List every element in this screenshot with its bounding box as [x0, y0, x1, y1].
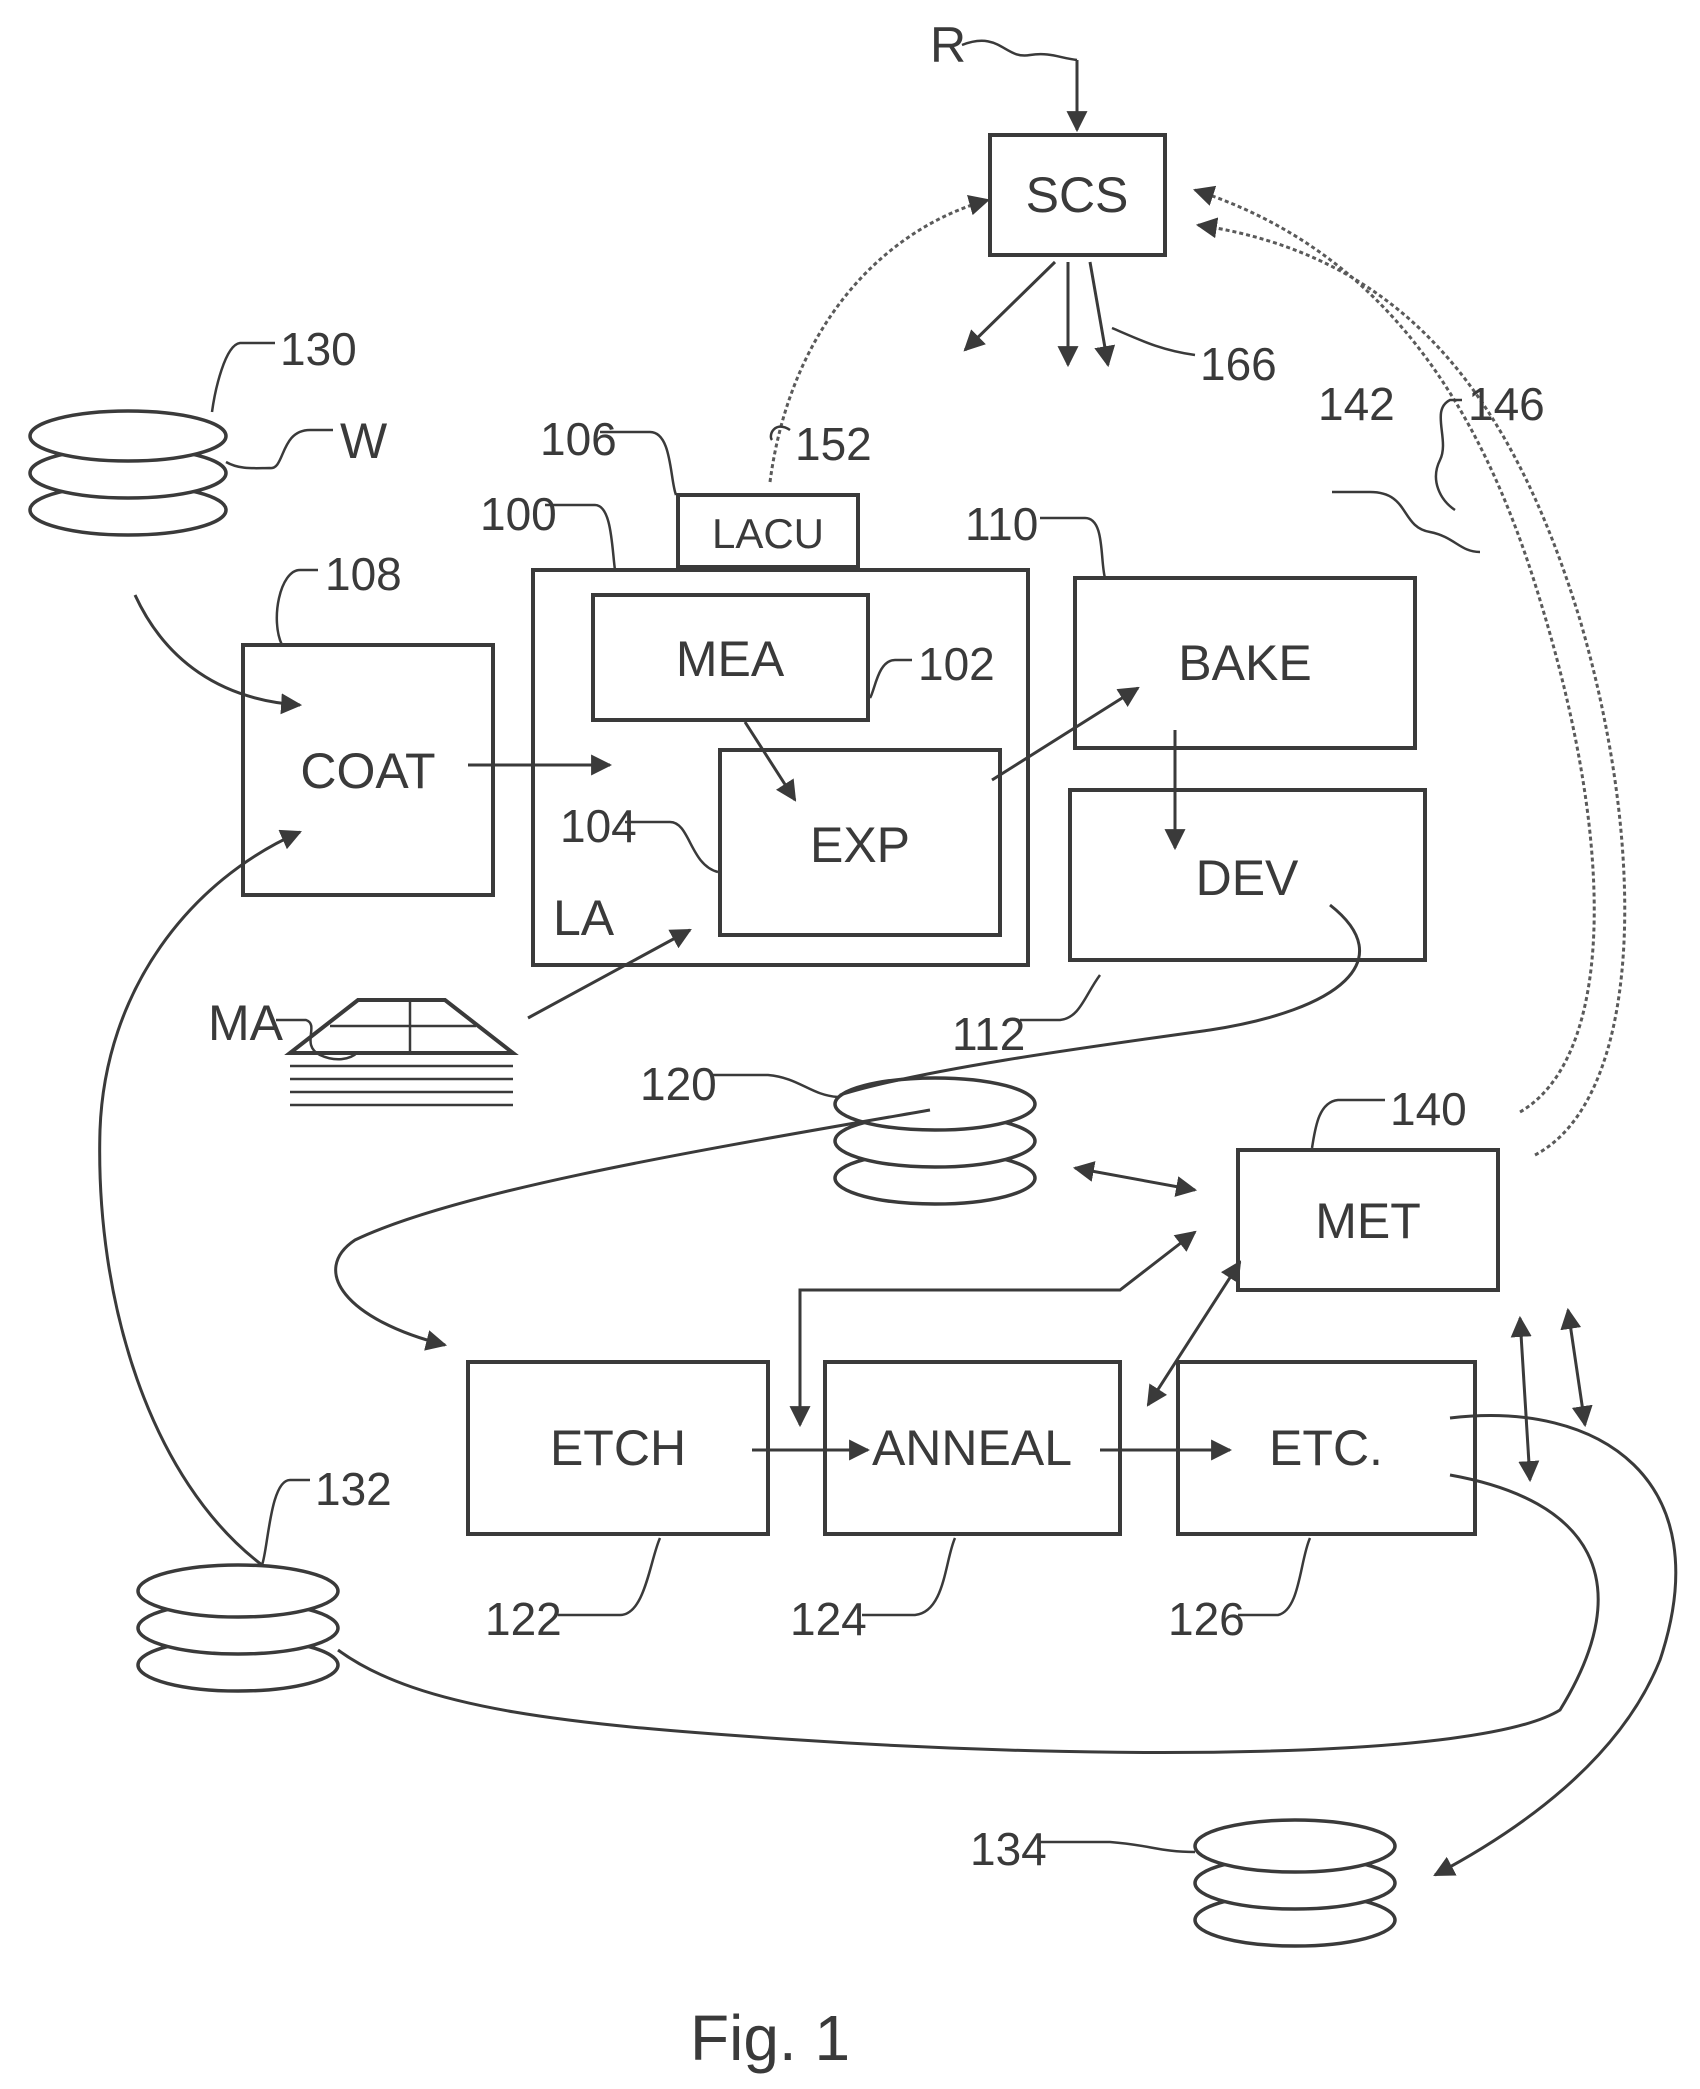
- coat-label: COAT: [300, 743, 435, 799]
- ref-152: 152: [795, 418, 872, 470]
- scs-block: SCS: [990, 135, 1165, 255]
- ref-124: 124: [790, 1593, 867, 1645]
- ref-120: 120: [640, 1058, 717, 1110]
- mea-block: MEA: [593, 595, 868, 720]
- wafer-stack-132: [138, 1565, 338, 1691]
- wafer-stack-120: [835, 1078, 1035, 1204]
- exp-label: EXP: [810, 817, 910, 873]
- ref-146: 146: [1468, 378, 1545, 430]
- figure-caption: Fig. 1: [690, 2002, 850, 2074]
- ref-142: 142: [1318, 378, 1395, 430]
- ref-130: 130: [280, 323, 357, 375]
- ref-100: 100: [480, 488, 557, 540]
- bake-block: BAKE: [1075, 578, 1415, 748]
- met-label: MET: [1315, 1193, 1421, 1249]
- anneal-label: ANNEAL: [872, 1420, 1072, 1476]
- dev-block: DEV: [1070, 790, 1425, 960]
- lacu-block: LACU: [678, 495, 858, 567]
- etc-label: ETC.: [1269, 1420, 1383, 1476]
- ref-110: 110: [965, 498, 1038, 550]
- lacu-label: LACU: [712, 510, 824, 557]
- anneal-block: ANNEAL: [825, 1362, 1120, 1534]
- label-r: R: [930, 17, 966, 73]
- etch-label: ETCH: [550, 1420, 686, 1476]
- ref-134: 134: [970, 1823, 1047, 1875]
- wafer-stack-134: [1195, 1820, 1395, 1946]
- ref-132: 132: [315, 1463, 392, 1515]
- label-w: W: [340, 413, 388, 469]
- label-ma: MA: [208, 995, 284, 1051]
- ref-112: 112: [952, 1008, 1025, 1060]
- ref-140: 140: [1390, 1083, 1467, 1135]
- etch-block: ETCH: [468, 1362, 768, 1534]
- ref-104: 104: [560, 800, 637, 852]
- mea-label: MEA: [676, 631, 785, 687]
- dev-label: DEV: [1196, 850, 1299, 906]
- patterning-device-stack: [290, 1000, 513, 1105]
- scs-label: SCS: [1026, 167, 1129, 223]
- ref-122: 122: [485, 1593, 562, 1645]
- ref-108: 108: [325, 548, 402, 600]
- met-block: MET: [1238, 1150, 1498, 1290]
- etc-block: ETC.: [1178, 1362, 1475, 1534]
- ref-166: 166: [1200, 338, 1277, 390]
- wafer-stack-130: [30, 411, 226, 535]
- ref-126: 126: [1168, 1593, 1245, 1645]
- bake-label: BAKE: [1178, 635, 1311, 691]
- la-label: LA: [553, 890, 615, 946]
- ref-102: 102: [918, 638, 995, 690]
- exp-block: EXP: [720, 750, 1000, 935]
- coat-block: COAT: [243, 645, 493, 895]
- ref-106: 106: [540, 413, 617, 465]
